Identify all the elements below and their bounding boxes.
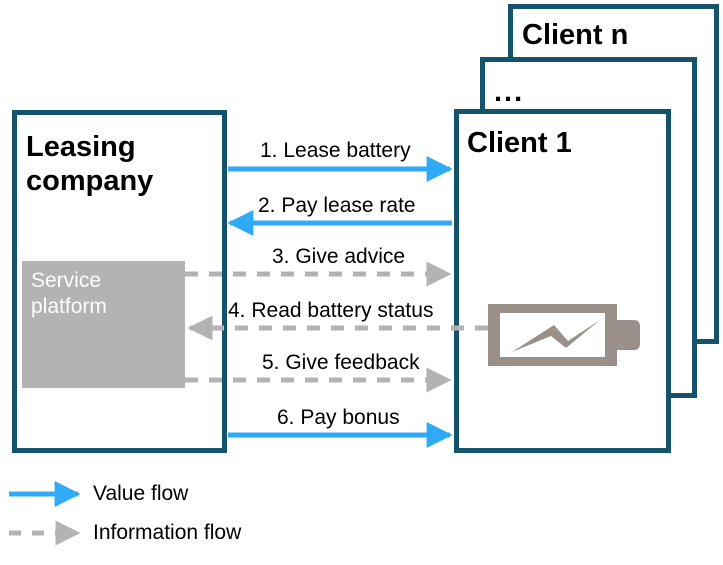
legend-label-value-flow: Value flow <box>93 482 189 505</box>
leasing-company-title: Leasing company <box>26 130 153 198</box>
leasing-company-title-line2: company <box>26 165 154 197</box>
flow-label-5: 5. Give feedback <box>262 351 420 374</box>
client-box-middle-title: ... <box>494 76 525 108</box>
client-box-1-title: Client 1 <box>467 127 572 159</box>
client-box-1[interactable] <box>454 109 671 453</box>
client-box-n-title: Client n <box>522 19 629 51</box>
service-platform-label-line2: platform <box>31 295 107 318</box>
flow-label-4: 4. Read battery status <box>228 299 434 322</box>
flow-label-6: 6. Pay bonus <box>277 406 400 429</box>
flow-label-3: 3. Give advice <box>272 245 406 268</box>
service-platform-box[interactable] <box>22 261 185 388</box>
legend-label-information-flow: Information flow <box>93 521 242 544</box>
service-platform-label-line1: Service <box>31 269 102 292</box>
leasing-company-title-line1: Leasing <box>26 131 136 163</box>
flow-label-2: 2. Pay lease rate <box>258 194 416 217</box>
battery-status-icon <box>488 304 640 366</box>
flow-label-1: 1. Lease battery <box>260 139 411 162</box>
service-platform-label: Service platform <box>31 268 107 320</box>
